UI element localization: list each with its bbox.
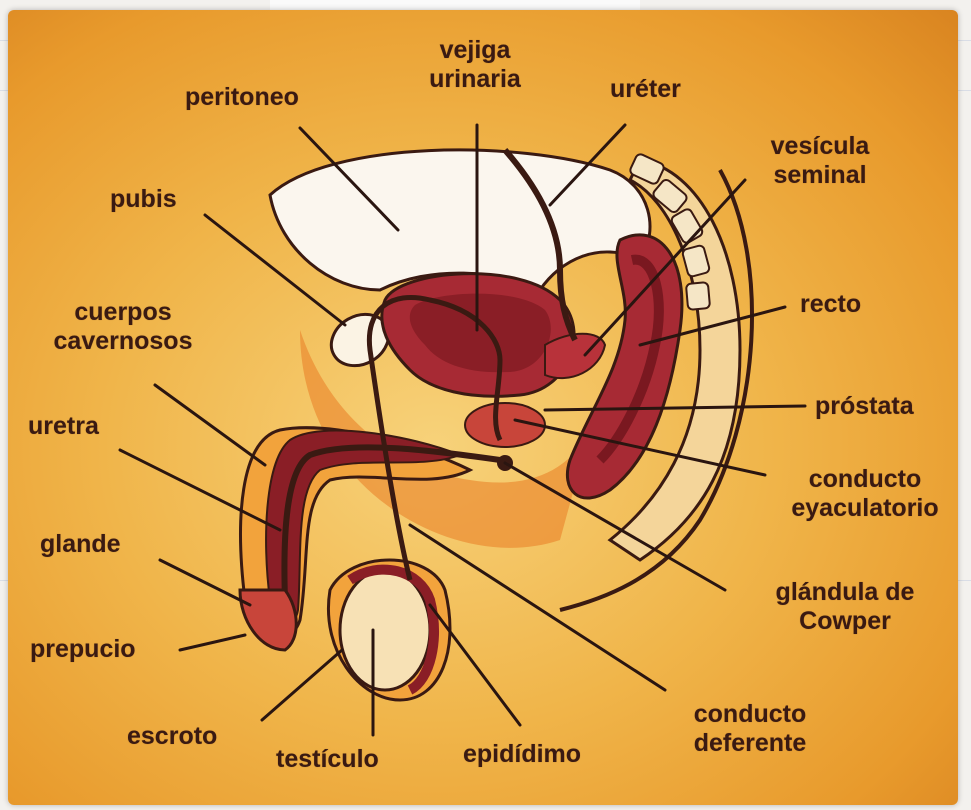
label-testiculo: testículo bbox=[276, 745, 379, 774]
label-recto: recto bbox=[800, 290, 861, 319]
leader-escroto bbox=[262, 650, 342, 720]
label-cuerpos-line2: cavernosos bbox=[28, 327, 218, 356]
label-vejiga-urinaria: vejiga urinaria bbox=[415, 36, 535, 94]
label-conducto-deferente: conducto deferente bbox=[665, 700, 835, 758]
glans bbox=[240, 590, 296, 650]
label-glande: glande bbox=[40, 530, 121, 559]
label-conducto-def-line1: conducto bbox=[665, 700, 835, 729]
label-conducto-eyac-line1: conducto bbox=[770, 465, 960, 494]
leader-cuerpos bbox=[155, 385, 265, 465]
label-vejiga-line1: vejiga bbox=[415, 36, 535, 65]
label-glandula-cowper: glándula de Cowper bbox=[745, 578, 945, 636]
testicle bbox=[340, 570, 430, 690]
label-vesicula-line2: seminal bbox=[755, 161, 885, 190]
label-cuerpos-cavernosos: cuerpos cavernosos bbox=[28, 298, 218, 356]
label-vejiga-line2: urinaria bbox=[415, 65, 535, 94]
label-glandula-line1: glándula de bbox=[745, 578, 945, 607]
label-ureter: uréter bbox=[610, 75, 681, 104]
label-conducto-eyaculatorio: conducto eyaculatorio bbox=[770, 465, 960, 523]
label-vesicula-line1: vesícula bbox=[755, 132, 885, 161]
label-pubis: pubis bbox=[110, 185, 177, 214]
leader-prepucio bbox=[180, 635, 245, 650]
seminal-vesicle bbox=[545, 334, 605, 378]
leader-prostata bbox=[545, 406, 805, 410]
label-escroto: escroto bbox=[127, 722, 217, 751]
leader-glande bbox=[160, 560, 250, 605]
label-peritoneo: peritoneo bbox=[185, 83, 299, 112]
peritoneum-cavity bbox=[270, 150, 650, 290]
label-prepucio: prepucio bbox=[30, 635, 136, 664]
label-conducto-def-line2: deferente bbox=[665, 729, 835, 758]
label-conducto-eyac-line2: eyaculatorio bbox=[770, 494, 960, 523]
label-epididimo: epidídimo bbox=[463, 740, 581, 769]
label-uretra: uretra bbox=[28, 412, 99, 441]
label-prostata: próstata bbox=[815, 392, 914, 421]
label-glandula-line2: Cowper bbox=[745, 607, 945, 636]
label-vesicula-seminal: vesícula seminal bbox=[755, 132, 885, 190]
label-cuerpos-line1: cuerpos bbox=[28, 298, 218, 327]
